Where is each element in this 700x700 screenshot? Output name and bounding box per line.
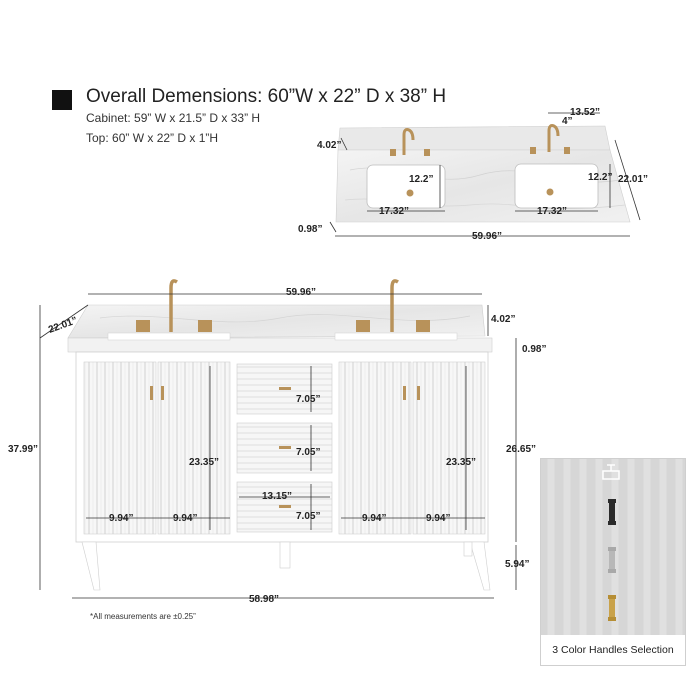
door-width-2-label: 9.94” [173,513,198,524]
door-width-3-label: 9.94” [362,513,387,524]
drawer-width-label: 13.15” [262,491,293,502]
overall-dimensions-title: Overall Demensions: 60”W x 22” D x 38” H [86,86,447,107]
door-width-4-label: 9.94” [426,513,451,524]
silver-handle-icon [608,547,616,573]
top-width-label: 59.96” [472,231,503,242]
drawer-3-height-label: 7.05” [296,511,321,522]
handles-illustration [541,459,685,635]
top-faucet-offset-label: 4” [562,116,573,127]
gold-handle-icon [608,595,616,621]
top-thickness-label: 0.98” [298,224,323,235]
vanity-icon [602,464,620,480]
right-door-height-label: 23.35” [446,457,477,468]
top-sink-left-depth-label: 12.2” [409,174,434,185]
front-view-vanity [39,279,517,599]
drawer-1-height-label: 7.05” [296,394,321,405]
leg-height-label: 5.94” [505,559,530,570]
top-backsplash-label: 4.02” [317,140,342,151]
black-handle-icon [608,499,616,525]
total-height-label: 37.99” [8,444,39,455]
top-depth-label: 22.01” [618,174,649,185]
cabinet-height-label: 26.65” [506,444,537,455]
drawer-2-height-label: 7.05” [296,447,321,458]
front-top-width-label: 59.96” [286,287,317,298]
top-sink-spacing-label: 13.52” [570,107,601,118]
door-width-1-label: 9.94” [109,513,134,524]
top-sink-right-depth-label: 12.2” [588,172,613,183]
front-top-thickness-label: 0.98” [522,344,547,355]
left-door-height-label: 23.35” [189,457,220,468]
cabinet-dimensions: Cabinet: 59” W x 21.5” D x 33” H [86,111,261,125]
top-sink-right-width-label: 17.32” [537,206,568,217]
cabinet-width-label: 58.98” [249,594,280,605]
handles-caption: 3 Color Handles Selection [541,635,685,665]
top-dimensions: Top: 60” W x 22” D x 1”H [86,131,219,145]
handles-selection-panel: 3 Color Handles Selection [540,458,686,666]
top-sink-left-width-label: 17.32” [379,206,410,217]
measurement-tolerance-note: *All measurements are ±0.25” [90,612,196,621]
top-view-countertop [329,112,641,237]
front-backsplash-label: 4.02” [491,314,516,325]
title-bullet [52,90,72,110]
